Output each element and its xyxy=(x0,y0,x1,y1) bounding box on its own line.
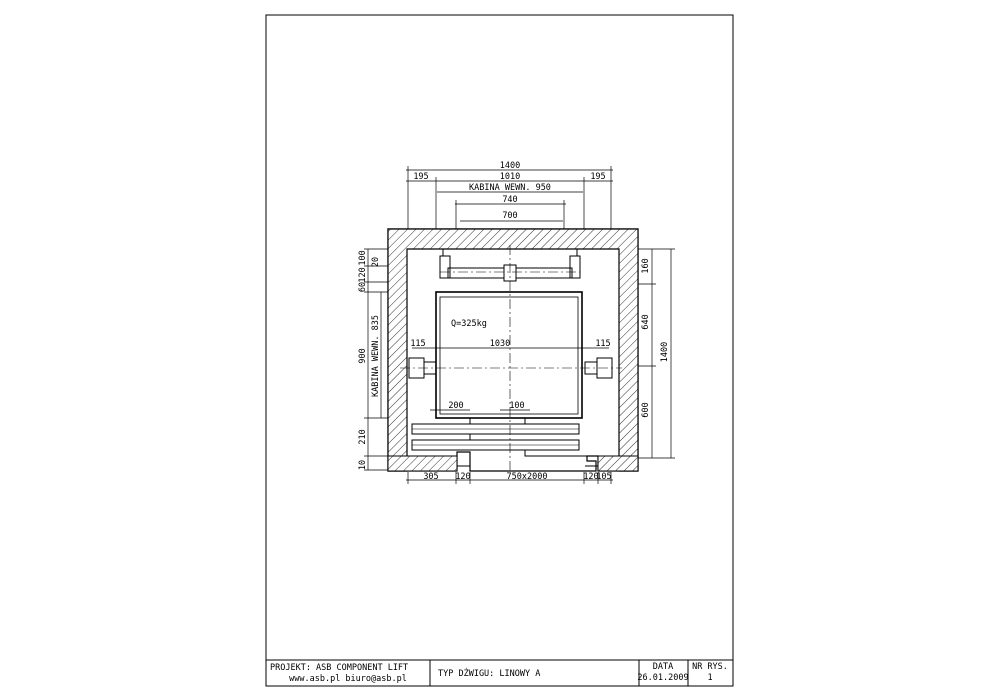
shaft-walls xyxy=(387,228,639,472)
dim-inner-200: 200 xyxy=(448,401,463,411)
dim-bottom-b: 120 xyxy=(455,472,470,482)
dim-left-f: 210 xyxy=(358,429,368,444)
dim-rail-inner: 700 xyxy=(502,211,517,221)
dim-left-c: 60 xyxy=(358,282,368,292)
dimension-lines xyxy=(364,166,675,484)
dim-left-a: 100 xyxy=(358,250,368,265)
dim-left-g: 10 xyxy=(358,460,368,470)
dim-right-overall: 1400 xyxy=(660,342,670,362)
dim-left-b: 120 xyxy=(358,267,368,282)
dim-left-d: 20 xyxy=(371,257,381,267)
dim-inner-100: 100 xyxy=(509,401,524,411)
date-value: 26.01.2009 xyxy=(637,673,688,683)
dim-opening: 1010 xyxy=(500,172,520,182)
cabin xyxy=(411,291,598,457)
dim-inner-left-115: 115 xyxy=(410,339,425,349)
dim-inner-1030: 1030 xyxy=(490,339,510,349)
dim-inner-right-115: 115 xyxy=(595,339,610,349)
title-block: PROJEKT: ASB COMPONENT LIFT www.asb.pl b… xyxy=(266,659,733,686)
sheet-border xyxy=(265,14,734,687)
dim-left-gap: 195 xyxy=(413,172,428,182)
dim-right-gap: 195 xyxy=(590,172,605,182)
dimension-text: 1400 195 1010 195 KABINA WEWN. 950 740 7… xyxy=(358,161,670,482)
dim-left-cabin-inner: KABINA WEWN. 835 xyxy=(371,315,381,397)
date-label: DATA xyxy=(653,662,673,672)
dim-bottom-a: 305 xyxy=(423,472,438,482)
dim-rail-span: 740 xyxy=(502,195,517,205)
load-label: Q=325kg xyxy=(451,319,487,329)
dim-cabin-inner-width: KABINA WEWN. 950 xyxy=(469,183,551,193)
dim-left-e: 900 xyxy=(358,348,368,363)
sheet-number-value: 1 xyxy=(707,673,712,683)
dim-overall-width: 1400 xyxy=(500,161,520,171)
dim-bottom-d: 105 xyxy=(596,472,611,482)
dim-right-bottom: 600 xyxy=(641,402,651,417)
dim-right-top: 160 xyxy=(641,258,651,273)
dim-bottom-door: 750x2000 xyxy=(507,472,548,482)
contact-label: www.asb.pl biuro@asb.pl xyxy=(289,674,407,684)
project-label: PROJEKT: ASB COMPONENT LIFT xyxy=(270,663,408,673)
lift-type-label: TYP DŹWIGU: LINOWY A xyxy=(438,667,540,679)
dim-right-middle: 640 xyxy=(641,314,651,329)
dim-bottom-c: 120 xyxy=(583,472,598,482)
sheet-number-label: NR RYS. xyxy=(692,662,728,672)
center-lines xyxy=(400,245,622,470)
